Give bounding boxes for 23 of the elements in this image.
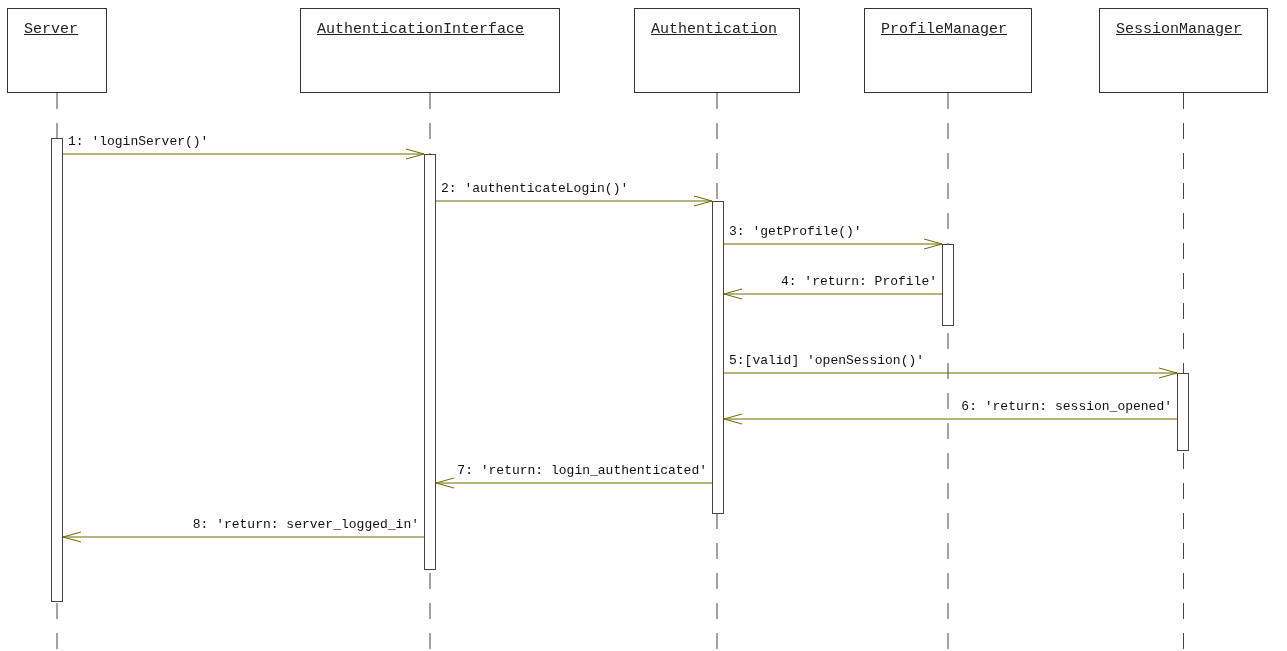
object-name: SessionManager [1116, 21, 1243, 40]
message-arrow [62, 531, 425, 543]
object-name: Authentication [651, 21, 778, 40]
object-box [864, 8, 1032, 93]
message-arrow [723, 367, 1178, 379]
activation-bar [424, 154, 436, 570]
message-arrow [62, 148, 425, 160]
message-arrow [723, 238, 943, 250]
object-name: Server [24, 21, 78, 40]
activation-bar [1177, 373, 1189, 451]
message-arrow [723, 413, 1178, 425]
object-name: AuthenticationInterface [317, 21, 525, 40]
object-name: ProfileManager [881, 21, 1008, 40]
activation-bar [942, 244, 954, 326]
activation-bar [51, 138, 63, 602]
object-box [1099, 8, 1268, 93]
activation-bar [712, 201, 724, 514]
message-arrow [435, 195, 713, 207]
message-arrow [723, 288, 943, 300]
message-arrow [435, 477, 713, 489]
object-box [7, 8, 107, 93]
object-box [634, 8, 800, 93]
object-box [300, 8, 560, 93]
